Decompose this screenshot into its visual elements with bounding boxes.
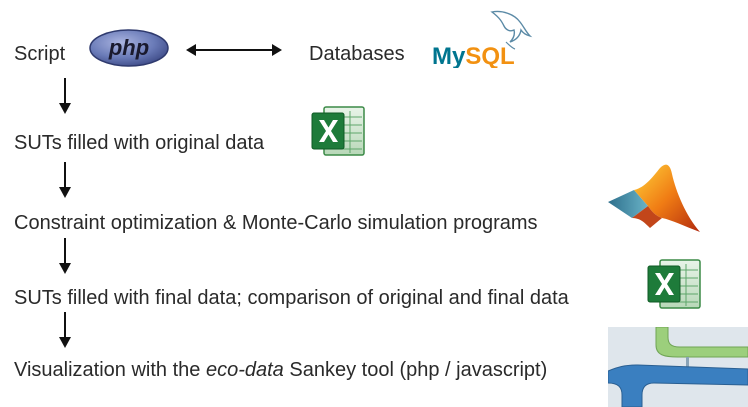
arrow-down-3 <box>59 238 71 274</box>
visualization-label-before: Visualization with the <box>14 359 206 381</box>
mysql-text-sql: SQL <box>465 43 514 68</box>
optimization-label: Constraint optimization & Monte-Carlo si… <box>14 212 538 234</box>
databases-label: Databases <box>309 43 405 65</box>
arrow-down-1 <box>59 78 71 114</box>
visualization-label-after: Sankey tool (php / javascript) <box>283 359 548 381</box>
excel-icon <box>647 259 701 309</box>
sankey-thumbnail <box>608 327 748 407</box>
php-logo: php <box>89 29 169 67</box>
script-label: Script <box>14 43 66 65</box>
suts-final-label: SUTs filled with final data; comparison … <box>14 287 569 309</box>
matlab-icon <box>608 164 700 232</box>
svg-text:MySQL: MySQL <box>432 43 515 68</box>
arrow-down-2 <box>59 162 71 198</box>
excel-icon <box>311 106 365 156</box>
bidirectional-arrow <box>186 44 282 56</box>
arrow-down-4 <box>59 312 71 348</box>
eco-data-emphasis: eco-data <box>205 359 284 381</box>
mysql-logo: MySQL <box>432 10 533 68</box>
mysql-text-my: My <box>432 43 466 68</box>
suts-original-label: SUTs filled with original data <box>14 132 265 154</box>
visualization-label: Visualization with the eco-data Sankey t… <box>14 358 547 382</box>
php-logo-text: php <box>108 35 149 60</box>
dolphin-icon <box>490 10 533 43</box>
